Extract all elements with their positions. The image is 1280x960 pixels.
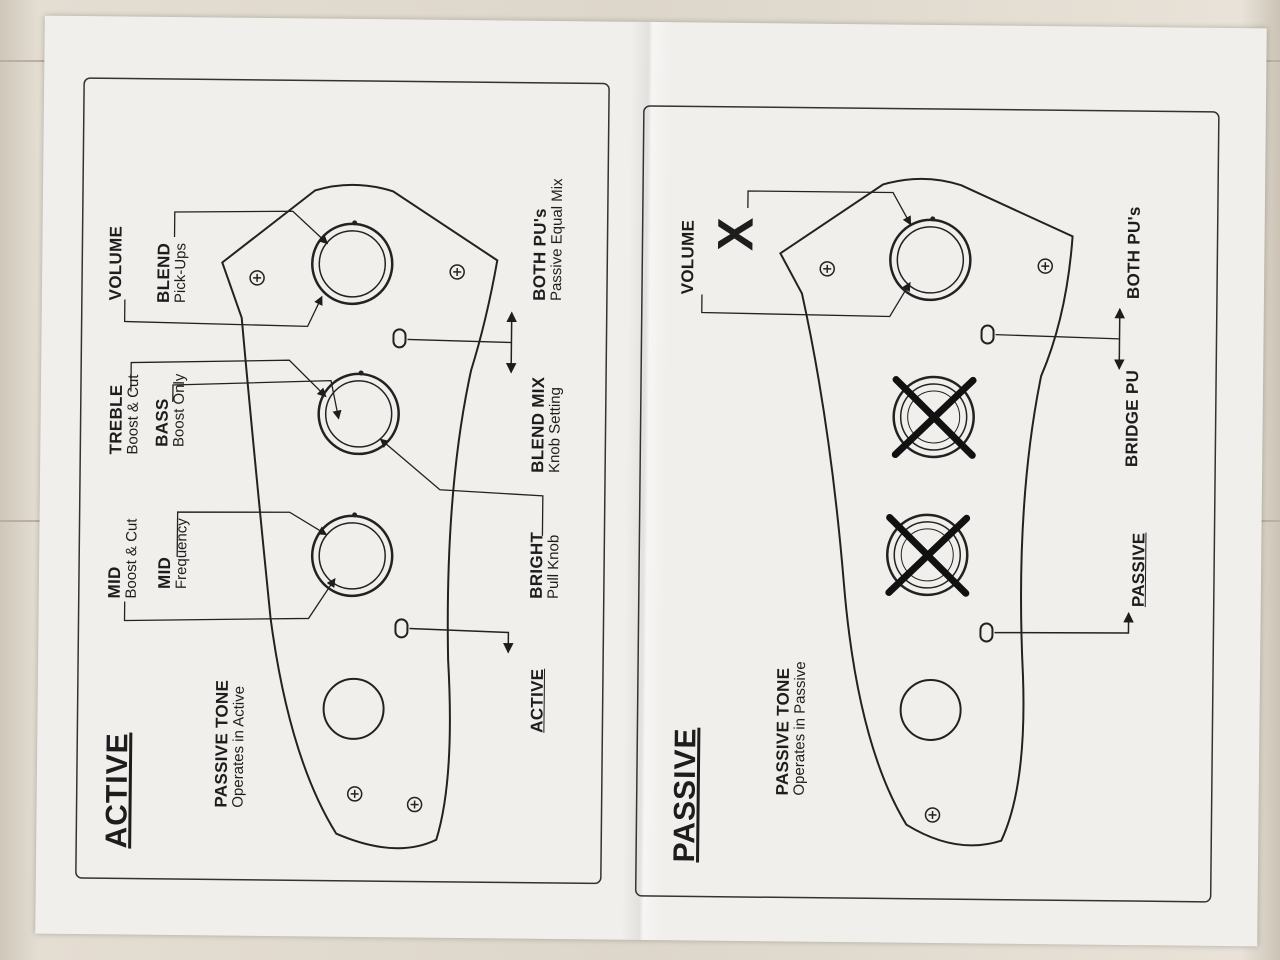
pickup-selector-switch: [980, 324, 995, 345]
screw: [449, 264, 465, 280]
screw: [249, 270, 265, 286]
bass-label: BASS Boost Only: [152, 373, 189, 448]
treble-bass-knob: [317, 370, 400, 456]
bridge-pu-label: BRIDGE PU: [1122, 369, 1143, 468]
passive-tone-knob: [899, 678, 962, 741]
volume-label: VOLUME: [105, 225, 126, 301]
passive-volume-knob: [889, 216, 972, 302]
active-frame: [75, 77, 610, 885]
passive-control-plate: [779, 177, 1074, 847]
passive-title: PASSIVE: [668, 727, 703, 863]
screw: [924, 807, 941, 823]
instruction-sheet: ACTIVE PASSIVE TONE Operates in Active V…: [35, 15, 1267, 947]
screw: [819, 261, 835, 277]
active-title: ACTIVE: [100, 732, 135, 849]
screw: [1037, 258, 1054, 274]
active-passive-switch: [394, 618, 409, 639]
active-passive-tone-label: PASSIVE TONE Operates in Active: [211, 679, 248, 808]
passive-frame: [634, 105, 1220, 903]
mid-label: MID Boost & Cut: [104, 518, 141, 599]
disabled-knob-2: [885, 513, 971, 597]
both-pus-label: BOTH PU's Passive Equal Mix: [529, 178, 567, 302]
screw: [346, 786, 363, 802]
mid-knob: [310, 512, 394, 598]
passive-tone-label: PASSIVE TONE Operates in Passive: [772, 661, 810, 796]
bright-label: BRIGHT Pull Knob: [526, 531, 563, 600]
passive-both-pus-label: BOTH PU's: [1123, 206, 1144, 300]
wiring-diagrams: [75, 77, 1220, 903]
treble-label: TREBLE Boost & Cut: [106, 374, 143, 455]
active-switch-label: ACTIVE: [527, 668, 548, 733]
disabled-knob-1: [891, 375, 977, 459]
passive-switch-label: PASSIVE: [1128, 532, 1149, 608]
active-control-plate: [221, 183, 499, 850]
passive-tone-knob: [322, 677, 385, 740]
passive-volume-label: VOLUME: [677, 219, 698, 295]
volume-blend-knob: [311, 220, 394, 306]
blend-label: BLEND Pick-Ups: [153, 242, 190, 304]
volume-disabled-mark: X: [707, 217, 764, 252]
blend-mix-switch: [392, 328, 407, 349]
screw: [406, 796, 423, 813]
mid-frequency-label: MID Frequency: [154, 518, 191, 590]
blend-mix-label: BLEND MIX Knob Setting: [528, 376, 565, 474]
passive-mode-switch: [979, 622, 994, 643]
